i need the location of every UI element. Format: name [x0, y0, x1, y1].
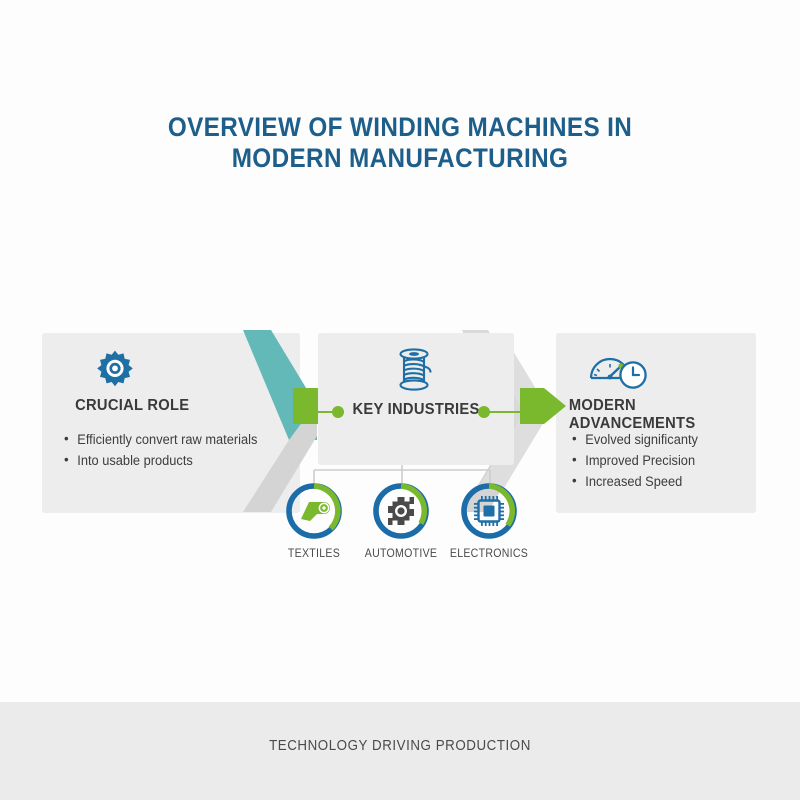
- page-title-line-1: OVERVIEW OF WINDING MACHINES IN: [167, 112, 633, 142]
- connector-dot: [332, 406, 344, 418]
- panel-heading-modern-advancements: MODERN ADVANCEMENTS: [568, 397, 696, 432]
- industry-item-textiles[interactable]: TEXTILES: [271, 481, 357, 560]
- fabric-roll-icon: [284, 481, 344, 541]
- page-title: OVERVIEW OF WINDING MACHINES IN MODERN M…: [0, 112, 800, 174]
- footer-band: [0, 702, 800, 800]
- bullet-list-modern-advancements: Evolved significanty Improved Precision …: [572, 428, 746, 492]
- progress-ring: [373, 483, 429, 539]
- progress-ring: [461, 483, 517, 539]
- engine-part-icon: [371, 481, 431, 541]
- page-title-line-2: MODERN MANUFACTURING: [231, 143, 569, 173]
- panel-modern-advancements[interactable]: MODERN ADVANCEMENTS Evolved significanty…: [556, 333, 756, 513]
- industry-circle-automotive: [371, 481, 431, 541]
- speedometer-clock-icon: [518, 347, 718, 393]
- gear-icon: [0, 347, 244, 393]
- list-item: Increased Speed: [572, 470, 737, 492]
- list-item: Improved Precision: [572, 449, 737, 471]
- list-item: Efficiently convert raw materials: [64, 428, 279, 450]
- industry-label-electronics: ELECTRONICS: [449, 548, 529, 560]
- connector-key-to-modern: [478, 405, 544, 419]
- list-item: Evolved significanty: [572, 428, 737, 450]
- connector-line: [300, 411, 344, 414]
- thread-spool-icon: [318, 347, 514, 393]
- footer-tagline: TECHNOLOGY DRIVING PRODUCTION: [269, 738, 531, 754]
- industry-circle-textiles: [284, 481, 344, 541]
- list-item: Into usable products: [64, 449, 279, 471]
- connector-crucial-to-key: [300, 405, 344, 419]
- panel-crucial-role[interactable]: CRUCIAL ROLE Efficiently convert raw mat…: [42, 333, 300, 513]
- progress-ring: [286, 483, 342, 539]
- connector-line: [478, 411, 544, 414]
- connector-dot: [478, 406, 490, 418]
- panel-heading-crucial-role: CRUCIAL ROLE: [75, 397, 190, 414]
- industry-item-electronics[interactable]: ELECTRONICS: [446, 481, 532, 560]
- industry-circle-electronics: [459, 481, 519, 541]
- industry-label-textiles: TEXTILES: [287, 548, 341, 560]
- industry-item-automotive[interactable]: AUTOMOTIVE: [358, 481, 444, 560]
- microchip-icon: [459, 481, 519, 541]
- panel-heading-key-industries: KEY INDUSTRIES: [352, 401, 480, 418]
- bullet-list-crucial-role: Efficiently convert raw materials Into u…: [64, 428, 290, 471]
- industry-label-automotive: AUTOMOTIVE: [364, 548, 438, 560]
- panel-key-industries[interactable]: KEY INDUSTRIES: [318, 333, 514, 465]
